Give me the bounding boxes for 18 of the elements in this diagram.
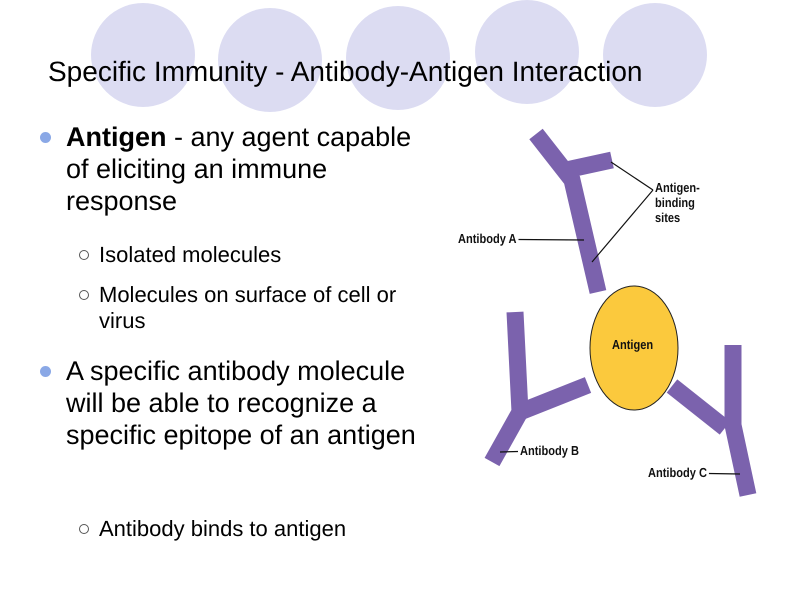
- leader-line: [610, 162, 654, 190]
- leader-line: [708, 472, 740, 475]
- part-label: Antigen: [612, 338, 654, 353]
- leader-line: [500, 450, 518, 453]
- leader-line: [518, 238, 584, 241]
- part-label: Antibody B: [520, 444, 579, 459]
- part-label: Antibody C: [648, 466, 707, 481]
- part-label: Antibody A: [458, 232, 517, 247]
- bullet-text: Isolated molecules: [99, 242, 282, 268]
- part-label: Antigen-binding sites: [655, 181, 706, 226]
- bullet-text: Molecules on surface of cell or virus: [99, 282, 398, 334]
- antibody-drawing: [529, 128, 614, 294]
- bullet-text: Antibody binds to antigen: [99, 516, 348, 542]
- antibody-drawing: [484, 312, 592, 466]
- bullet-text: Antigen - any agent capable of eliciting an immune response: [66, 122, 412, 218]
- leader-line: [592, 190, 654, 262]
- bullet-text: A specific antibody molecule will be able to recognize a specific epitope of an antigen: [66, 356, 417, 452]
- slide-title: Specific Immunity - Antibody-Antigen Interaction: [48, 56, 643, 88]
